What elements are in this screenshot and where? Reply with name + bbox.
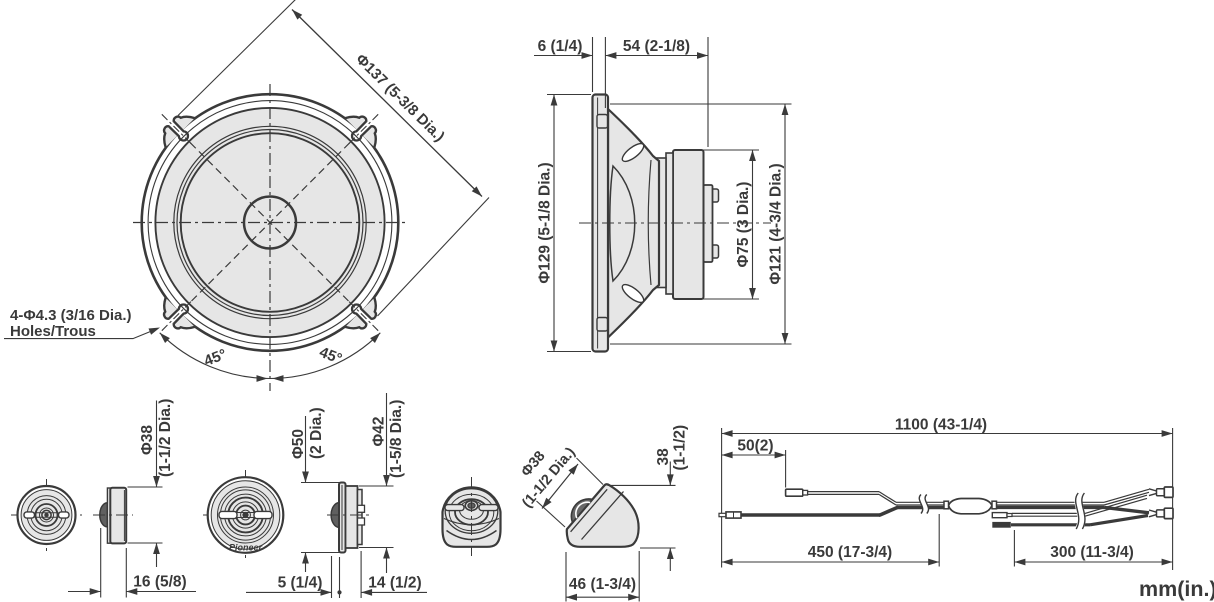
svg-text:Φ75 (3 Dia.): Φ75 (3 Dia.) (735, 182, 752, 268)
svg-text:1100 (43-1/4): 1100 (43-1/4) (895, 417, 987, 434)
svg-text:(1-1/2 Dia.): (1-1/2 Dia.) (157, 399, 174, 477)
svg-text:Φ121 (4-3/4 Dia.): Φ121 (4-3/4 Dia.) (768, 163, 785, 284)
svg-text:16 (5/8): 16 (5/8) (133, 574, 186, 591)
svg-text:(1-5/8 Dia.): (1-5/8 Dia.) (388, 400, 405, 478)
svg-text:(2 Dia.): (2 Dia.) (308, 407, 325, 459)
svg-text:14 (1/2): 14 (1/2) (368, 575, 421, 592)
svg-text:5 (1/4): 5 (1/4) (278, 575, 323, 592)
svg-text:Φ50: Φ50 (290, 429, 307, 459)
svg-text:45°: 45° (202, 346, 229, 370)
svg-text:45°: 45° (317, 344, 344, 368)
svg-text:Holes/Trous: Holes/Trous (10, 323, 96, 340)
svg-text:Φ129 (5-1/8 Dia.): Φ129 (5-1/8 Dia.) (537, 162, 554, 283)
svg-text:300 (11-3/4): 300 (11-3/4) (1050, 544, 1134, 561)
svg-text:4-Φ4.3 (3/16 Dia.): 4-Φ4.3 (3/16 Dia.) (10, 307, 132, 324)
svg-text:(1-1/2): (1-1/2) (672, 425, 689, 471)
svg-text:6 (1/4): 6 (1/4) (538, 38, 583, 55)
svg-text:Pioneer: Pioneer (229, 543, 263, 553)
svg-text:Φ38: Φ38 (139, 425, 156, 455)
svg-text:38: 38 (655, 448, 672, 466)
svg-text:mm(in.): mm(in.) (1139, 577, 1214, 601)
svg-text:50(2): 50(2) (737, 438, 773, 455)
svg-text:Φ42: Φ42 (371, 417, 388, 447)
svg-text:54 (2-1/8): 54 (2-1/8) (623, 38, 690, 55)
svg-text:450 (17-3/4): 450 (17-3/4) (808, 544, 892, 561)
svg-text:46 (1-3/4): 46 (1-3/4) (569, 576, 636, 593)
